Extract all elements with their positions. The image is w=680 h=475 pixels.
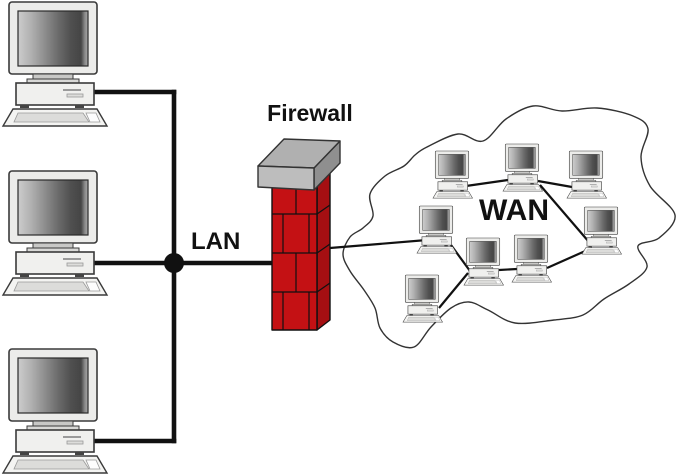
- firewall-brick-lines: [272, 175, 331, 330]
- firewall-icon: [257, 138, 341, 331]
- link-wanpc5-wanpc8: [438, 272, 469, 309]
- link-wanpc1-wanpc2: [465, 178, 509, 188]
- lan-junction-dot: [164, 253, 184, 273]
- link-firewall-wan: [329, 238, 428, 250]
- lan-label: LAN: [191, 228, 240, 255]
- lan-pc-1: [2, 1, 108, 127]
- link-wanpc2-wanpc3: [537, 179, 573, 189]
- firewall-label: Firewall: [267, 100, 353, 126]
- wan-links: [438, 178, 593, 309]
- lan-pc-3: [2, 348, 108, 474]
- link-wanpc2-wanpc7: [539, 184, 590, 243]
- lan-pc-2: [2, 170, 108, 296]
- firewall-cap-front: [257, 165, 315, 191]
- wan-label: WAN: [479, 194, 549, 227]
- link-wanpc5-wanpc6: [498, 267, 518, 272]
- firewall-cap: [257, 138, 341, 191]
